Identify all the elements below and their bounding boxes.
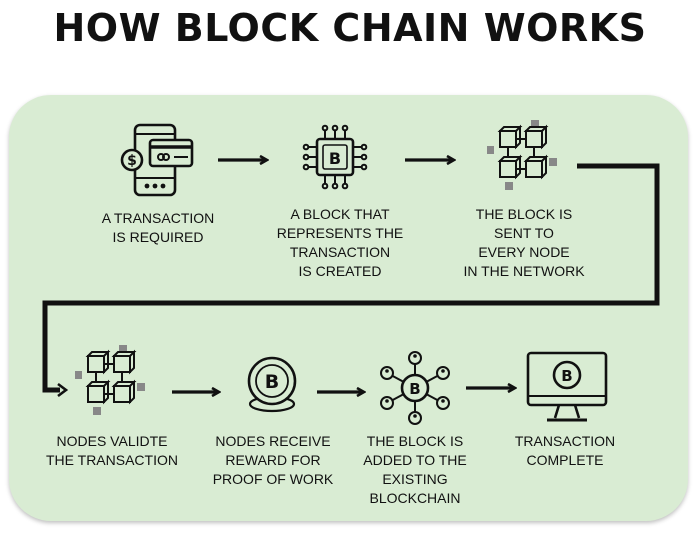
svg-text:$: $ bbox=[127, 153, 137, 169]
connector-arrowhead bbox=[57, 382, 69, 398]
block-network-icon bbox=[487, 120, 557, 190]
svg-text:B: B bbox=[409, 380, 420, 398]
svg-text:B: B bbox=[561, 367, 572, 385]
bitcoin-nodes-icon: B bbox=[380, 351, 450, 425]
svg-text:B: B bbox=[329, 149, 341, 168]
bitcoin-monitor-icon: B bbox=[526, 351, 608, 422]
payment-phone-card-icon: $ bbox=[120, 123, 194, 197]
flow-panel bbox=[9, 95, 688, 521]
bitcoin-chip-icon: B bbox=[302, 124, 368, 190]
svg-text:B: B bbox=[265, 371, 279, 393]
connector-row1-row2 bbox=[42, 163, 660, 393]
bitcoin-coin-icon: B bbox=[247, 356, 297, 413]
block-network-icon bbox=[75, 345, 145, 415]
diagram-title: HOW BLOCK CHAIN WORKS bbox=[53, 6, 647, 50]
